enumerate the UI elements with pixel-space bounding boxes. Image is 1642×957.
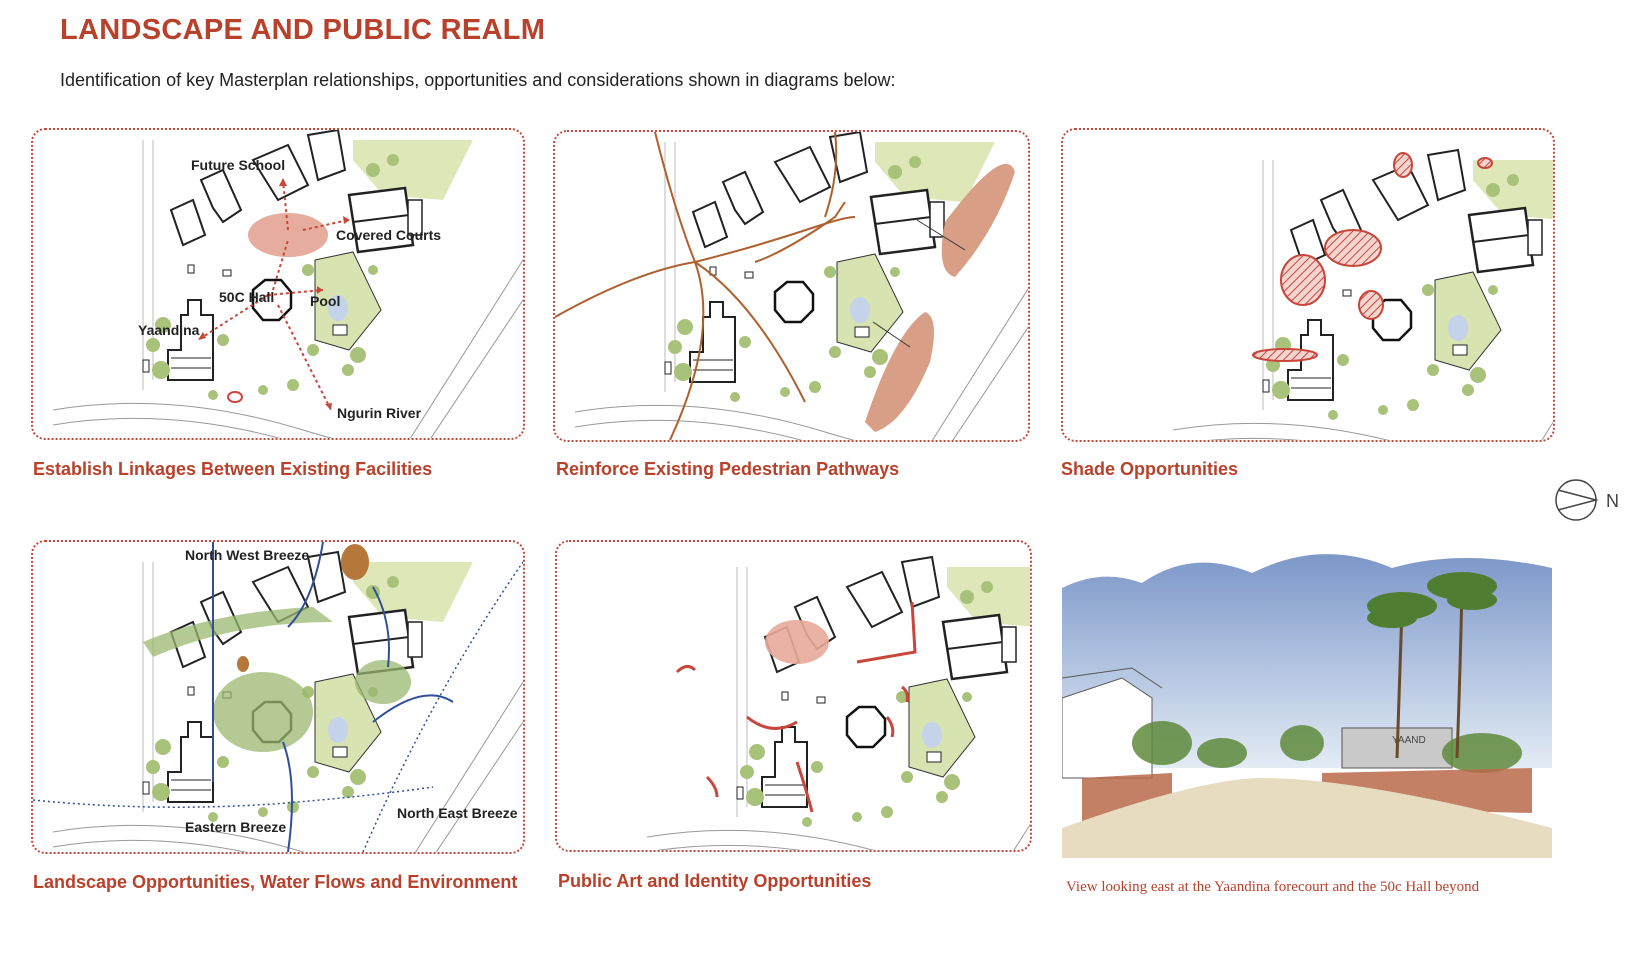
pathways-map <box>555 132 1028 440</box>
north-arrow-icon: N <box>1555 479 1619 521</box>
forecourt-sketch-drawing: YAAND <box>1062 554 1552 858</box>
label-pool: Pool <box>310 293 340 309</box>
diagram-public-art <box>555 540 1032 852</box>
diagram-linkages: Future School Covered Courts 50C Hall Po… <box>31 128 525 440</box>
label-nw-breeze: North West Breeze <box>185 547 309 563</box>
public-art-map <box>645 555 1030 850</box>
photo-caption: View looking east at the Yaandina foreco… <box>1066 879 1480 895</box>
diagram-landscape: North West Breeze Eastern Breeze North E… <box>31 540 525 854</box>
sketch-sign: YAAND <box>1392 735 1426 746</box>
page-title: LANDSCAPE AND PUBLIC REALM <box>60 14 546 46</box>
north-label: N <box>1606 491 1619 511</box>
label-future-school: Future School <box>191 157 285 173</box>
page-subtitle: Identification of key Masterplan relatio… <box>60 70 896 90</box>
label-river: Ngurin River <box>337 405 422 421</box>
north-arrow: N <box>1554 476 1626 529</box>
caption-landscape: Landscape Opportunities, Water Flows and… <box>33 872 518 892</box>
caption-shade: Shade Opportunities <box>1061 459 1239 479</box>
caption-pathways: Reinforce Existing Pedestrian Pathways <box>556 459 900 479</box>
label-hall: 50C Hall <box>219 289 274 305</box>
label-covered-courts: Covered Courts <box>336 227 441 243</box>
diagram-shade <box>1061 128 1555 442</box>
caption-public-art: Public Art and Identity Opportunities <box>558 871 872 891</box>
linkages-map: Future School Covered Courts 50C Hall Po… <box>51 130 523 438</box>
diagram-pathways <box>553 130 1030 442</box>
landscape-map: North West Breeze Eastern Breeze North E… <box>33 542 523 852</box>
label-eastern-breeze: Eastern Breeze <box>185 819 286 835</box>
label-yaandina: Yaandina <box>138 322 200 338</box>
forecourt-sketch: YAAND <box>1062 528 1552 858</box>
label-ne-breeze: North East Breeze <box>397 805 518 821</box>
caption-linkages: Establish Linkages Between Existing Faci… <box>33 459 433 479</box>
shade-map <box>1171 148 1553 440</box>
